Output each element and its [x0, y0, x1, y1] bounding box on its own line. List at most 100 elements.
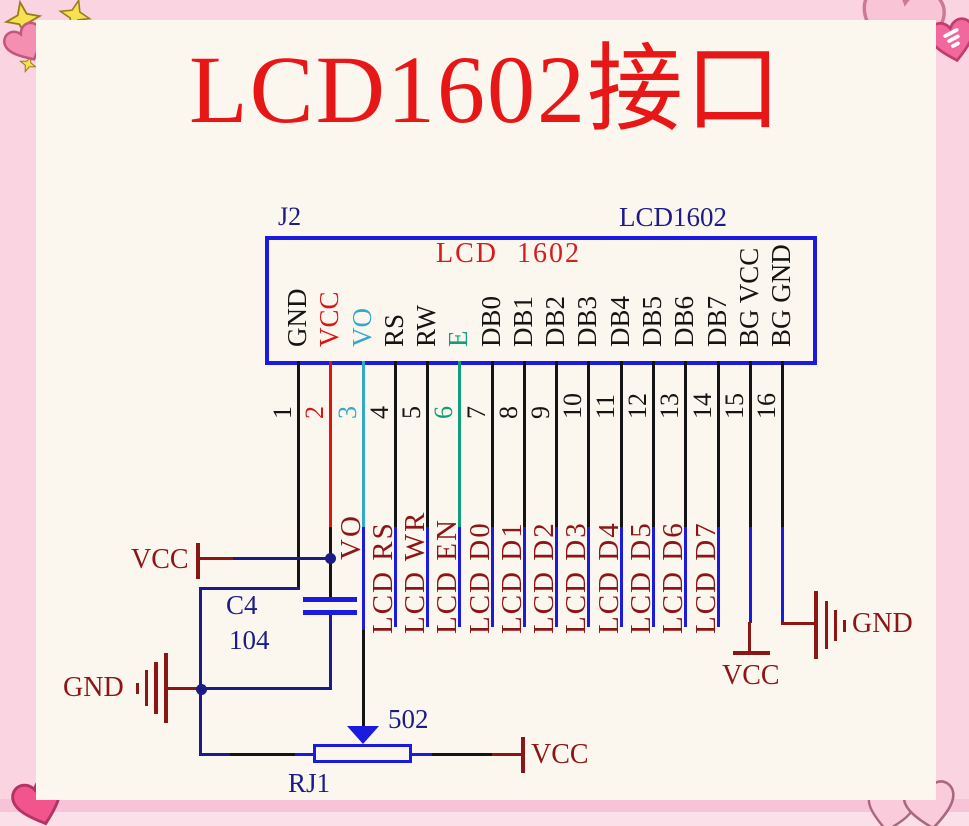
pin-stub — [717, 361, 720, 527]
pin-wire — [362, 630, 365, 728]
potentiometer-ref: RJ1 — [288, 768, 331, 798]
pin-number: 2 — [300, 406, 329, 419]
pin-wire — [749, 527, 752, 623]
pin-number: 4 — [365, 406, 394, 419]
pin-stub — [491, 361, 494, 527]
pin-stub — [555, 361, 558, 527]
gnd-left-bar2 — [154, 662, 158, 714]
net-label: LCD D5 — [625, 521, 657, 634]
connector-inner-label: LCD 1602 — [436, 238, 581, 269]
gnd-right-bar3 — [834, 610, 837, 641]
sparkle-icon — [19, 55, 37, 73]
gnd-left-label: GND — [63, 672, 124, 703]
pin-wire — [426, 527, 429, 627]
pin-name: DB1 — [508, 295, 538, 347]
capacitor-plate-top — [303, 597, 357, 602]
pin-wire — [684, 527, 687, 627]
pin-wire — [781, 527, 784, 623]
pin-name: DB6 — [669, 295, 699, 347]
net-label: LCD D1 — [496, 521, 528, 634]
gnd-right-bar4 — [843, 620, 846, 632]
net-label: LCD D4 — [593, 521, 625, 634]
pin-stub — [394, 361, 397, 527]
pin-stub — [587, 361, 590, 527]
capacitor-plate-bottom — [303, 610, 357, 615]
pin-name: DB0 — [476, 295, 506, 347]
capacitor-ref: C4 — [226, 590, 258, 620]
pin-stub — [652, 361, 655, 527]
pin-name: RS — [379, 313, 409, 347]
connector-designator: J2 — [278, 202, 302, 231]
pin-name: BG VCC — [734, 247, 764, 347]
vcc-backlight-bar — [733, 651, 770, 655]
pin-number: 13 — [655, 393, 684, 419]
gnd-left-bar3 — [145, 670, 148, 706]
pot-feed-v — [199, 690, 202, 756]
pin-number: 10 — [558, 393, 587, 419]
pin-wire — [717, 527, 720, 627]
net-label: LCD D3 — [560, 521, 592, 634]
pin-number: 15 — [720, 393, 749, 419]
pin-wire — [587, 527, 590, 627]
pin-number: 3 — [333, 406, 362, 419]
gnd-route-h — [200, 587, 300, 590]
gnd-left-bar4 — [136, 683, 139, 694]
vcc-left-wire2 — [233, 557, 330, 560]
gnd-run-to-cap — [199, 687, 332, 690]
pin-wire — [458, 527, 461, 627]
pin-number: 7 — [462, 406, 491, 419]
pot-left-wire-c — [295, 753, 314, 756]
pin-wire — [523, 527, 526, 627]
vcc-left-wire — [200, 557, 233, 560]
gnd-route-v — [199, 587, 202, 687]
pin-number: 14 — [688, 393, 717, 419]
pin-name: VO — [347, 308, 377, 347]
net-label: LCD EN — [431, 518, 463, 634]
pin-name: DB2 — [540, 295, 570, 347]
pin-stub — [426, 361, 429, 527]
pin-name: DB4 — [605, 295, 635, 347]
pot-left-wire-b — [230, 753, 295, 756]
pin-name: GND — [282, 288, 312, 348]
potentiometer-wiper-arrow — [347, 726, 379, 744]
connector-part-label: LCD1602 — [619, 202, 727, 232]
pot-left-wire-a — [199, 753, 230, 756]
gnd-left-wire — [167, 687, 203, 690]
pin-wire — [620, 527, 623, 627]
gnd-backlight-wire — [781, 622, 816, 625]
pin-stub — [684, 361, 687, 527]
gnd-left-bar1 — [164, 653, 168, 723]
pin-number: 16 — [752, 393, 781, 419]
connector-box — [265, 236, 817, 365]
gnd-right-bar2 — [825, 601, 828, 649]
pin-stub — [749, 361, 752, 527]
pin-name: E — [443, 330, 473, 348]
page-title: LCD1602接口 — [189, 36, 783, 143]
pin-stub — [620, 361, 623, 527]
pin-stub — [523, 361, 526, 527]
pin-number: 11 — [591, 393, 620, 419]
junction-dot — [325, 553, 336, 564]
pin-wire — [555, 527, 558, 627]
vcc-pot-bar — [521, 737, 525, 773]
pin-number: 8 — [494, 406, 523, 419]
pin-number: 5 — [397, 406, 426, 419]
pin-number: 1 — [268, 406, 297, 419]
pin-name: VCC — [314, 291, 344, 347]
net-label: LCD D6 — [657, 521, 689, 634]
net-label: LCD RS — [367, 521, 399, 634]
vcc-left-label: VCC — [131, 544, 189, 575]
capacitor-lead — [329, 615, 332, 689]
pot-right-wire-b — [432, 753, 492, 756]
bottom-band-dark — [0, 799, 969, 812]
capacitor-value: 104 — [229, 625, 270, 655]
pot-right-wire-a — [410, 753, 432, 756]
potentiometer-value: 502 — [388, 704, 429, 734]
pin-stub — [362, 361, 365, 527]
pin-number: 9 — [526, 406, 555, 419]
net-label: LCD D0 — [464, 521, 496, 634]
pin-stub — [781, 361, 784, 527]
pin-number: 6 — [429, 406, 458, 419]
pin-name: BG GND — [766, 244, 796, 347]
